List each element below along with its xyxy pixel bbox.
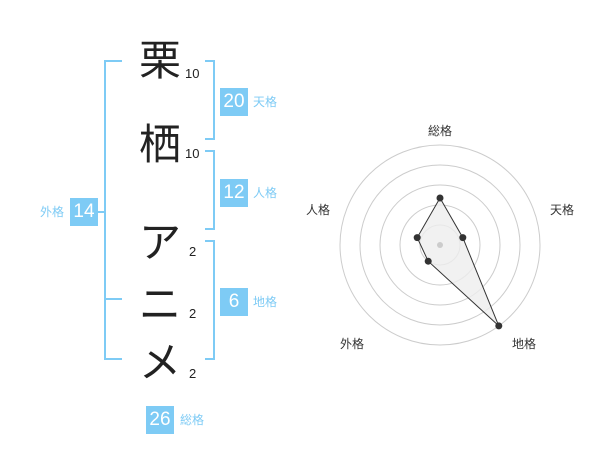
gaikaku-bracket-top (104, 60, 122, 62)
chikaku-bracket-bottom (205, 358, 215, 360)
name-char-2: 栖 (138, 120, 181, 169)
soukaku-label: 総格 (180, 413, 205, 427)
jinkaku-value: 12 (220, 179, 248, 207)
radar-label-chikaku: 地格 (512, 337, 537, 351)
radar-center-point (437, 242, 443, 248)
name-char-3: ア (138, 218, 181, 267)
radar-label-tenkaku: 天格 (550, 203, 575, 217)
jinkaku-bracket-bottom (205, 228, 215, 230)
chikaku-bracket-top (205, 240, 215, 242)
jinkaku-label: 人格 (253, 186, 278, 200)
stroke-count-3: 2 (189, 244, 197, 259)
radar-point-gaikaku (424, 257, 432, 265)
radar-label-jinkaku: 人格 (306, 203, 331, 217)
radar-label-soukaku: 総格 (428, 124, 453, 138)
jinkaku-bracket-vertical (213, 150, 215, 230)
stroke-count-2: 10 (185, 146, 200, 161)
gaikaku-bracket-mid (104, 298, 122, 300)
name-char-5: メ (138, 338, 181, 387)
radar-ring-4 (359, 164, 521, 326)
gaikaku-label: 外格 (40, 205, 65, 219)
name-char-1: 栗 (138, 36, 181, 85)
radar-point-soukaku (436, 194, 444, 202)
gaikaku-bracket-vertical (104, 60, 106, 360)
tenkaku-bracket-bottom (205, 138, 215, 140)
gaikaku-value: 14 (70, 198, 98, 226)
tenkaku-bracket-vertical (213, 60, 215, 140)
radar-ring-3 (379, 184, 501, 306)
radar-polygon (416, 196, 500, 327)
radar-point-chikaku (495, 322, 503, 330)
stroke-count-5: 2 (189, 366, 197, 381)
soukaku-value: 26 (146, 406, 174, 434)
stroke-count-1: 10 (185, 66, 200, 81)
radar-label-gaikaku: 外格 (340, 337, 365, 351)
tenkaku-bracket-top (205, 60, 215, 62)
chikaku-value: 6 (220, 288, 248, 316)
chikaku-bracket-vertical (213, 240, 215, 360)
tenkaku-value: 20 (220, 88, 248, 116)
radar-point-tenkaku (459, 234, 467, 242)
chikaku-label: 地格 (253, 295, 278, 309)
radar-ring-5 (339, 144, 541, 346)
jinkaku-bracket-top (205, 150, 215, 152)
radar-point-jinkaku (413, 234, 421, 242)
tenkaku-label: 天格 (253, 95, 278, 109)
gaikaku-bracket-bottom (104, 358, 122, 360)
gaikaku-bracket-connector (96, 211, 106, 213)
stroke-count-4: 2 (189, 306, 197, 321)
name-char-4: ニ (138, 280, 181, 329)
